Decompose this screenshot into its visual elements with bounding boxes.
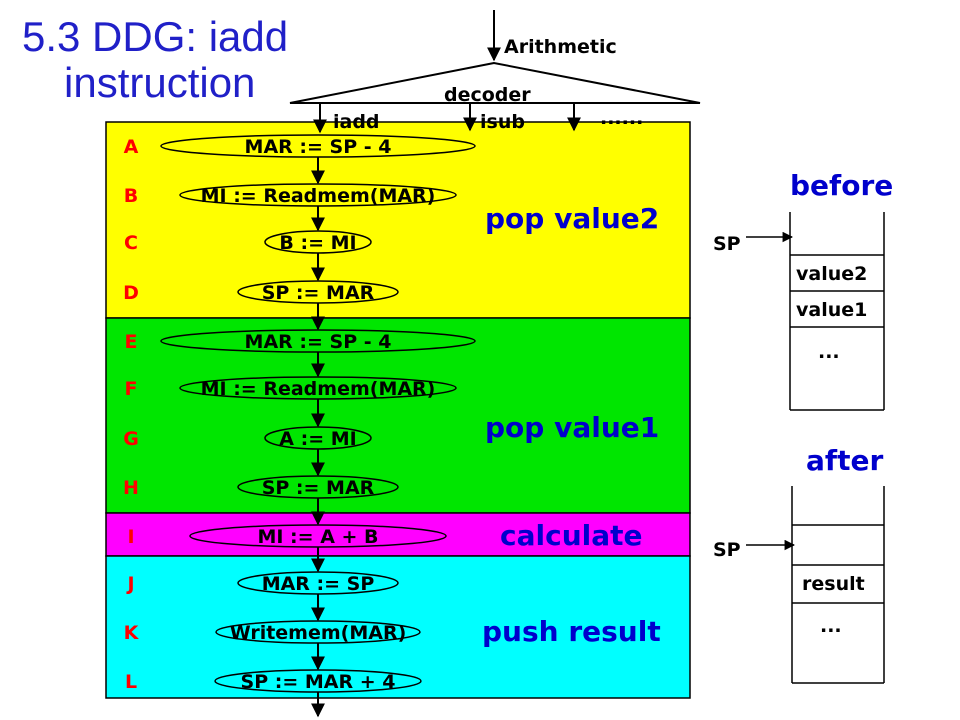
stack-after-cell-2: ... (820, 615, 842, 637)
node-k (215, 620, 421, 644)
step-label-h: H (123, 477, 139, 499)
step-label-e: E (125, 331, 138, 353)
stack-before-cell-1: value2 (796, 263, 867, 285)
node-c (264, 230, 372, 254)
node-d-op: SP := MAR (262, 282, 375, 304)
node-g (264, 426, 372, 450)
stack-after-title: after (806, 444, 883, 477)
phase-label-push-result: push result (482, 615, 661, 648)
stack-before-cell-2: value1 (796, 299, 867, 321)
step-label-k: K (124, 622, 140, 644)
node-l (214, 669, 422, 693)
branch-isub-label: isub (480, 111, 525, 133)
step-label-i: I (127, 526, 134, 548)
node-a (160, 134, 476, 158)
stack-before-title: before (790, 169, 893, 202)
stack-before-cell-3: ... (818, 341, 840, 363)
node-g-op: A := MI (279, 428, 356, 450)
step-label-c: C (124, 232, 138, 254)
node-l-op: SP := MAR + 4 (241, 671, 396, 693)
stack-after-sp-label: SP (713, 539, 741, 561)
step-label-j: J (125, 573, 134, 595)
step-label-b: B (124, 185, 138, 207)
slide-title: 5.3 DDG: iadd instruction (22, 14, 288, 106)
title-line-1: 5.3 DDG: iadd (22, 13, 289, 60)
phase-calculate-area (105, 512, 691, 557)
step-label-d: D (123, 282, 139, 304)
phase-label-calculate: calculate (500, 519, 643, 552)
decoder-label: decoder (444, 84, 531, 106)
node-e (160, 329, 476, 353)
node-b-op: MI := Readmem(MAR) (201, 185, 436, 207)
decoder-shape (289, 61, 701, 104)
phase-pop-value2-area (105, 121, 691, 319)
node-i-op: MI := A + B (257, 526, 378, 548)
arithmetic-label: Arithmetic (504, 36, 617, 58)
node-h (237, 475, 399, 499)
branch-more-label: ...... (600, 107, 643, 129)
branch-iadd-label: iadd (333, 111, 380, 133)
node-b (179, 183, 457, 207)
title-line-2: instruction (64, 59, 256, 106)
node-k-op: Writemem(MAR) (230, 622, 407, 644)
node-d (237, 280, 399, 304)
node-j-op: MAR := SP (262, 573, 375, 595)
node-a-op: MAR := SP - 4 (245, 136, 392, 158)
step-label-l: L (125, 671, 137, 693)
node-h-op: SP := MAR (262, 477, 375, 499)
flow-graph: MAR := SP - 4 A MI := Readmem(MAR) B B := MI… (123, 134, 476, 718)
stack-before-sp-label: SP (713, 233, 741, 255)
node-f-op: MI := Readmem(MAR) (201, 378, 436, 400)
node-e-op: MAR := SP - 4 (245, 331, 392, 353)
step-label-a: A (124, 136, 139, 158)
phase-label-pop-value2: pop value2 (485, 202, 659, 235)
step-label-g: G (123, 428, 139, 450)
phase-label-pop-value1: pop value1 (485, 411, 659, 444)
node-c-op: B := MI (279, 232, 356, 254)
stack-after: after result ... SP (713, 444, 885, 684)
node-j (237, 571, 399, 595)
node-i (189, 524, 447, 548)
stack-after-cell-1: result (802, 573, 865, 595)
node-f (179, 376, 457, 400)
step-label-f: F (125, 378, 138, 400)
stack-before: before value2 value1 ... SP (713, 169, 893, 411)
